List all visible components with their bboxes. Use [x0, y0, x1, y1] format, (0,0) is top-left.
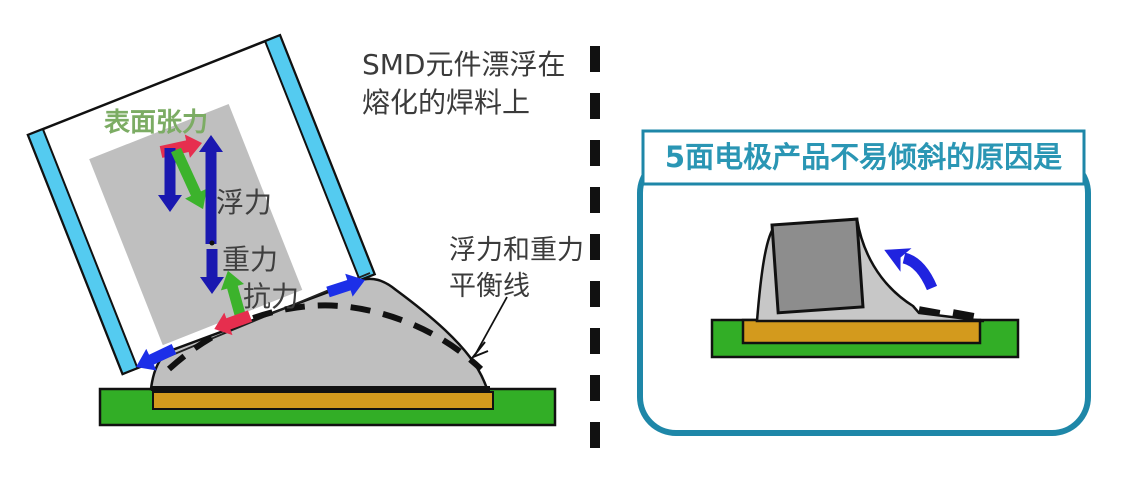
resistance-arrow-icon: [220, 270, 247, 320]
smd-component-upright: [770, 217, 865, 315]
smd-floating-caption: SMD元件漂浮在 熔化的焊料上: [362, 46, 566, 122]
balance-leader-arrowhead-icon: [469, 341, 489, 360]
phantom-dash-1: [918, 306, 941, 316]
surface-tension-arrow-bottom-icon: [214, 310, 253, 336]
balance-leader-line: [474, 296, 508, 356]
caption-line-2: 熔化的焊料上: [362, 86, 531, 119]
phantom-dash-2: [952, 309, 975, 320]
electrode-left: [26, 127, 139, 376]
surface-tension-slide-arrow-icon: [170, 147, 207, 210]
surface-tension-label: 表面张力: [104, 108, 209, 138]
caption-line-1: SMD元件漂浮在: [362, 48, 566, 81]
electrode-right: [263, 33, 376, 282]
balance-label-line-1: 浮力和重力: [449, 235, 584, 266]
solder-pad-left: [152, 391, 494, 410]
component-body-right: [770, 217, 865, 315]
buoyancy-arrow-icon: [199, 135, 223, 244]
balance-line-label: 浮力和重力 平衡线: [449, 233, 584, 305]
component-inner-shade: [89, 103, 303, 346]
right-panel-title-bar: [641, 129, 1086, 186]
contact-pull-arrow-left-icon: [136, 344, 177, 371]
solder-pad-right: [741, 318, 982, 345]
force-origin-dot: [209, 240, 215, 246]
gravity-label: 重力: [222, 243, 279, 276]
gravity-arrow-icon: [200, 249, 224, 294]
resistance-label: 抗力: [243, 280, 300, 313]
rotation-arrow-shaft: [902, 252, 938, 291]
balance-label-line-2: 平衡线: [449, 271, 530, 302]
contact-pull-arrow-right-icon: [326, 273, 366, 298]
dome-base-line: [151, 386, 490, 391]
right-panel-title: 5面电极产品不易倾斜的原因是: [664, 140, 1063, 174]
rotation-arrow-head-icon: [884, 248, 912, 272]
buoyancy-label: 浮力: [216, 186, 273, 219]
down-force-arrow-icon: [158, 148, 182, 212]
